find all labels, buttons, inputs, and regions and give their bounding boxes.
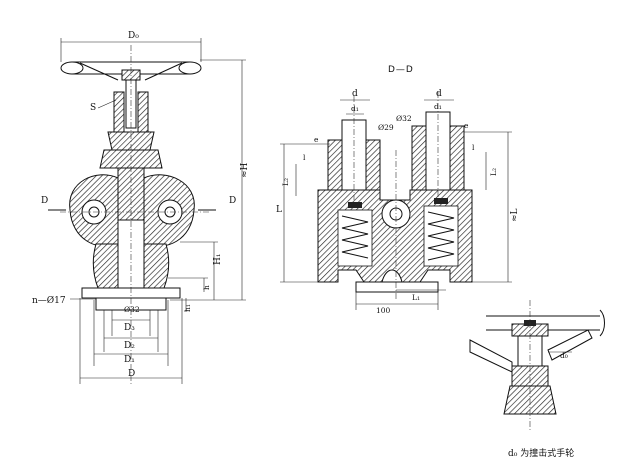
section-title: D—D — [388, 65, 414, 75]
dim-H1: H₁ — [213, 254, 223, 265]
section-view: D—D d d₁ d d₁ Ø29 Ø32 e e — [276, 65, 520, 315]
dim-l-right: l — [472, 143, 475, 152]
dim-phi32-left: Ø32 — [124, 305, 140, 314]
dim-L: L — [276, 205, 282, 215]
dim-holes: n—Ø17 — [32, 295, 66, 306]
dim-D-right: D — [229, 196, 236, 206]
dim-L-approx: ≈L — [510, 208, 520, 222]
dim-phi29: Ø29 — [378, 123, 394, 132]
dim-h: h — [202, 285, 211, 290]
dim-D-bottom: D — [128, 369, 135, 379]
dim-e-right: e — [464, 121, 469, 130]
valve-body — [69, 174, 195, 289]
dim-D0: D₀ — [128, 31, 139, 41]
dim-h1: h₁ — [183, 304, 192, 312]
dim-D-left: D — [41, 196, 48, 206]
caption: d₀ 为撞击式手轮 — [508, 447, 574, 459]
dim-phi32-right: Ø32 — [396, 114, 412, 123]
dim-d-left: d — [352, 89, 358, 99]
dim-D3: D₃ — [124, 323, 135, 333]
dim-d0: d₀ — [560, 351, 568, 360]
base-flange — [81, 287, 181, 311]
dim-L2-left: L₂ — [281, 178, 290, 186]
dim-D1: D₁ — [124, 355, 135, 365]
dim-L2-right: L₂ — [489, 168, 498, 176]
dim-S: S — [90, 103, 96, 113]
dim-d-right: d — [436, 89, 442, 99]
dim-d1-left: d₁ — [351, 104, 359, 113]
detail-view: d₀ — [469, 300, 605, 430]
dim-D2: D₂ — [124, 341, 135, 351]
dim-l-left: l — [303, 153, 306, 162]
dim-e-left: e — [314, 135, 319, 144]
dim-100: 100 — [376, 306, 391, 315]
dim-L1: L₁ — [412, 293, 420, 302]
dim-H-approx: ≈H — [240, 162, 250, 178]
front-view: D₀ S — [32, 31, 250, 385]
